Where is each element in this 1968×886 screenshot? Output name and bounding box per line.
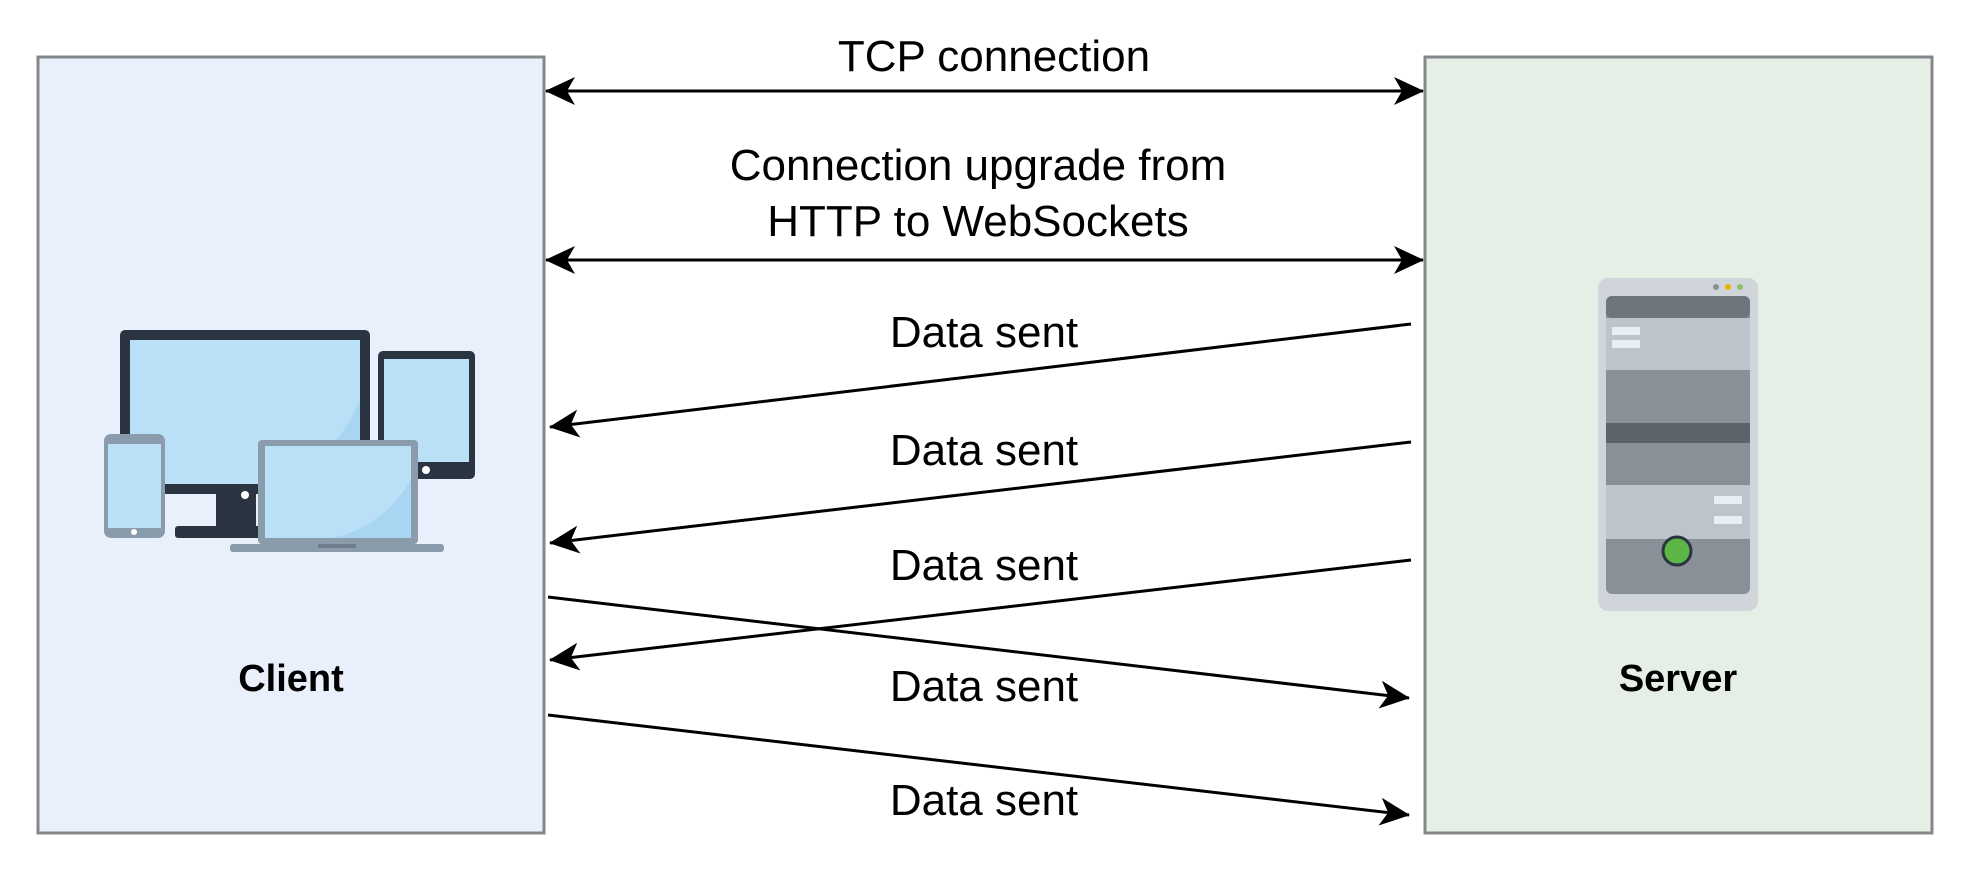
- data-sent-edge-5: Data sent: [547, 713, 1410, 826]
- data-sent-label-2: Data sent: [890, 426, 1078, 475]
- data-sent-edge-3: Data sent: [549, 541, 1412, 671]
- data-sent-arrow-4: [547, 595, 1410, 709]
- client-node: Client: [36, 55, 546, 835]
- data-sent-label-5: Data sent: [890, 776, 1078, 825]
- devices-icon: [104, 330, 475, 552]
- data-sent-edge-4: Data sent: [547, 595, 1410, 711]
- upgrade-label-line-2: HTTP to WebSockets: [767, 197, 1188, 246]
- data-sent-edge-1: Data sent: [549, 308, 1412, 438]
- data-sent-label-1: Data sent: [890, 308, 1078, 357]
- server-node: Server: [1423, 55, 1934, 835]
- data-sent-arrow-1: [549, 322, 1412, 438]
- upgrade-connection-edge: Connection upgrade from HTTP to WebSocke…: [545, 141, 1424, 274]
- server-icon: [1598, 278, 1758, 611]
- data-sent-edge-2: Data sent: [549, 426, 1412, 554]
- data-sent-label-3: Data sent: [890, 541, 1078, 590]
- data-sent-label-4: Data sent: [890, 662, 1078, 711]
- data-sent-arrow-5: [547, 713, 1410, 826]
- client-label: Client: [238, 658, 344, 700]
- data-sent-arrow-3: [549, 558, 1412, 671]
- tcp-connection-label: TCP connection: [838, 32, 1150, 81]
- tcp-connection-edge: TCP connection: [545, 32, 1424, 105]
- data-sent-arrow-2: [549, 440, 1412, 554]
- server-label: Server: [1619, 658, 1738, 700]
- upgrade-label-line-1: Connection upgrade from: [730, 141, 1227, 190]
